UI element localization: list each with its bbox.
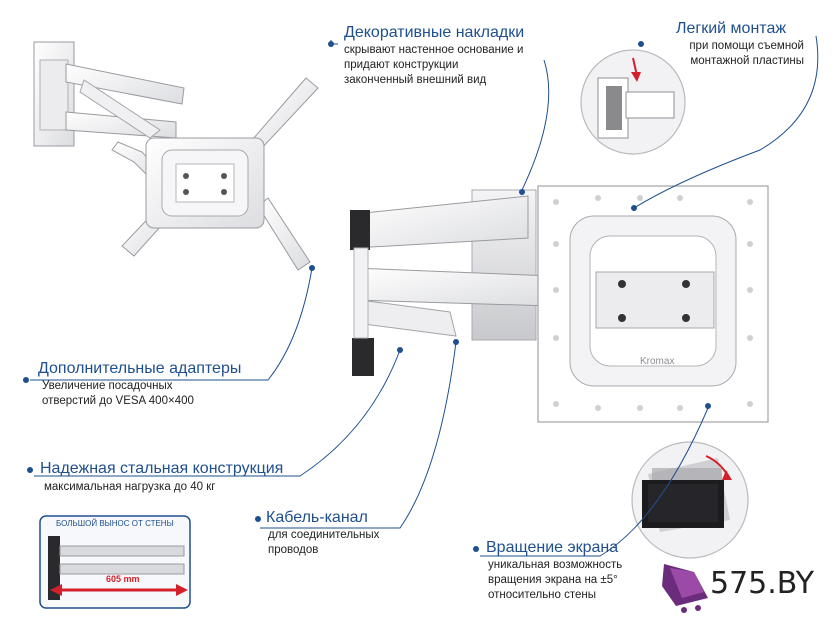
rotation-detail-image [631, 441, 749, 559]
mount-title: Легкий монтаж [676, 20, 787, 37]
steel-text: максимальная нагрузка до 40 кг [44, 481, 216, 493]
small-bracket-image [33, 41, 319, 271]
plate-brand-label: Kromax [640, 356, 675, 367]
decor-text: скрывают настенное основание и придают к… [344, 44, 524, 86]
adapters-title: Дополнительные адаптеры [38, 360, 242, 377]
store-logo-text: 575.BY [710, 566, 815, 601]
callout-lines [23, 35, 819, 557]
extension-label: БОЛЬШОЙ ВЫНОС ОТ СТЕНЫ [56, 519, 174, 528]
mount-text: при помощи съемной монтажной пластины [689, 40, 804, 67]
cart-logo-icon [662, 564, 708, 613]
decor-title: Декоративные накладки [344, 24, 525, 41]
mount-detail-image [580, 49, 686, 155]
main-bracket-image [350, 185, 769, 423]
extension-distance: 605 mm [106, 574, 140, 584]
extension-box [39, 515, 191, 609]
adapters-text: Увеличение посадочных отверстий до VESA … [42, 380, 194, 407]
steel-title: Надежная стальная конструкция [40, 460, 284, 477]
cable-title: Кабель-канал [266, 509, 368, 526]
cable-text: для соединительных проводов [268, 529, 380, 556]
rotation-title: Вращение экрана [486, 539, 619, 556]
rotation-text: уникальная возможность вращения экрана н… [488, 559, 623, 601]
